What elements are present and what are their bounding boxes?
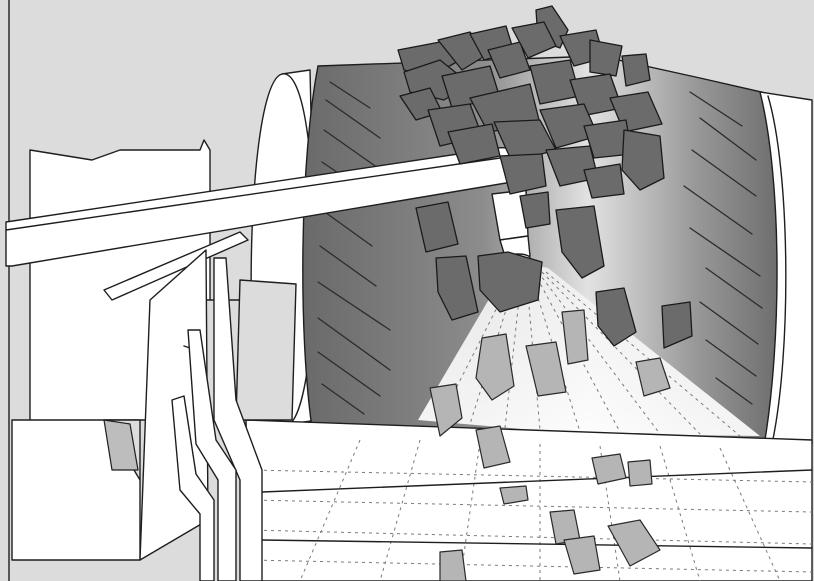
discharge-chute [246,420,812,581]
